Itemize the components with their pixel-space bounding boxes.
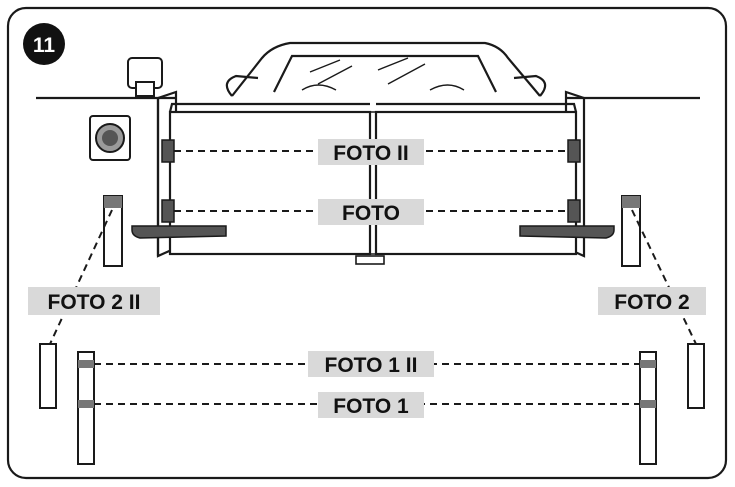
- photocell-column-icons: [39, 195, 705, 465]
- svg-text:FOTO 1: FOTO 1: [333, 395, 409, 418]
- label-foto-1: FOTO 1: [318, 392, 424, 418]
- label-foto-2-ii: FOTO 2 II: [28, 287, 160, 315]
- svg-text:FOTO II: FOTO II: [333, 142, 408, 165]
- figure-number: 11: [33, 34, 56, 57]
- gate-photocell-icons: [161, 139, 581, 223]
- gate-operator-arms: [131, 225, 615, 239]
- figure-number-badge: 11: [23, 23, 65, 65]
- label-foto: FOTO: [318, 199, 424, 225]
- label-foto-1-ii: FOTO 1 II: [308, 351, 434, 377]
- svg-text:FOTO: FOTO: [342, 202, 400, 225]
- car-illustration: [225, 41, 547, 97]
- label-foto-2: FOTO 2: [598, 287, 706, 315]
- svg-text:FOTO 2 II: FOTO 2 II: [48, 291, 141, 314]
- svg-text:FOTO 2: FOTO 2: [614, 291, 689, 314]
- flashing-light-icon: [127, 57, 163, 97]
- label-foto-ii: FOTO II: [318, 139, 424, 165]
- key-selector-icon: [89, 115, 131, 161]
- svg-text:FOTO 1 II: FOTO 1 II: [325, 354, 418, 377]
